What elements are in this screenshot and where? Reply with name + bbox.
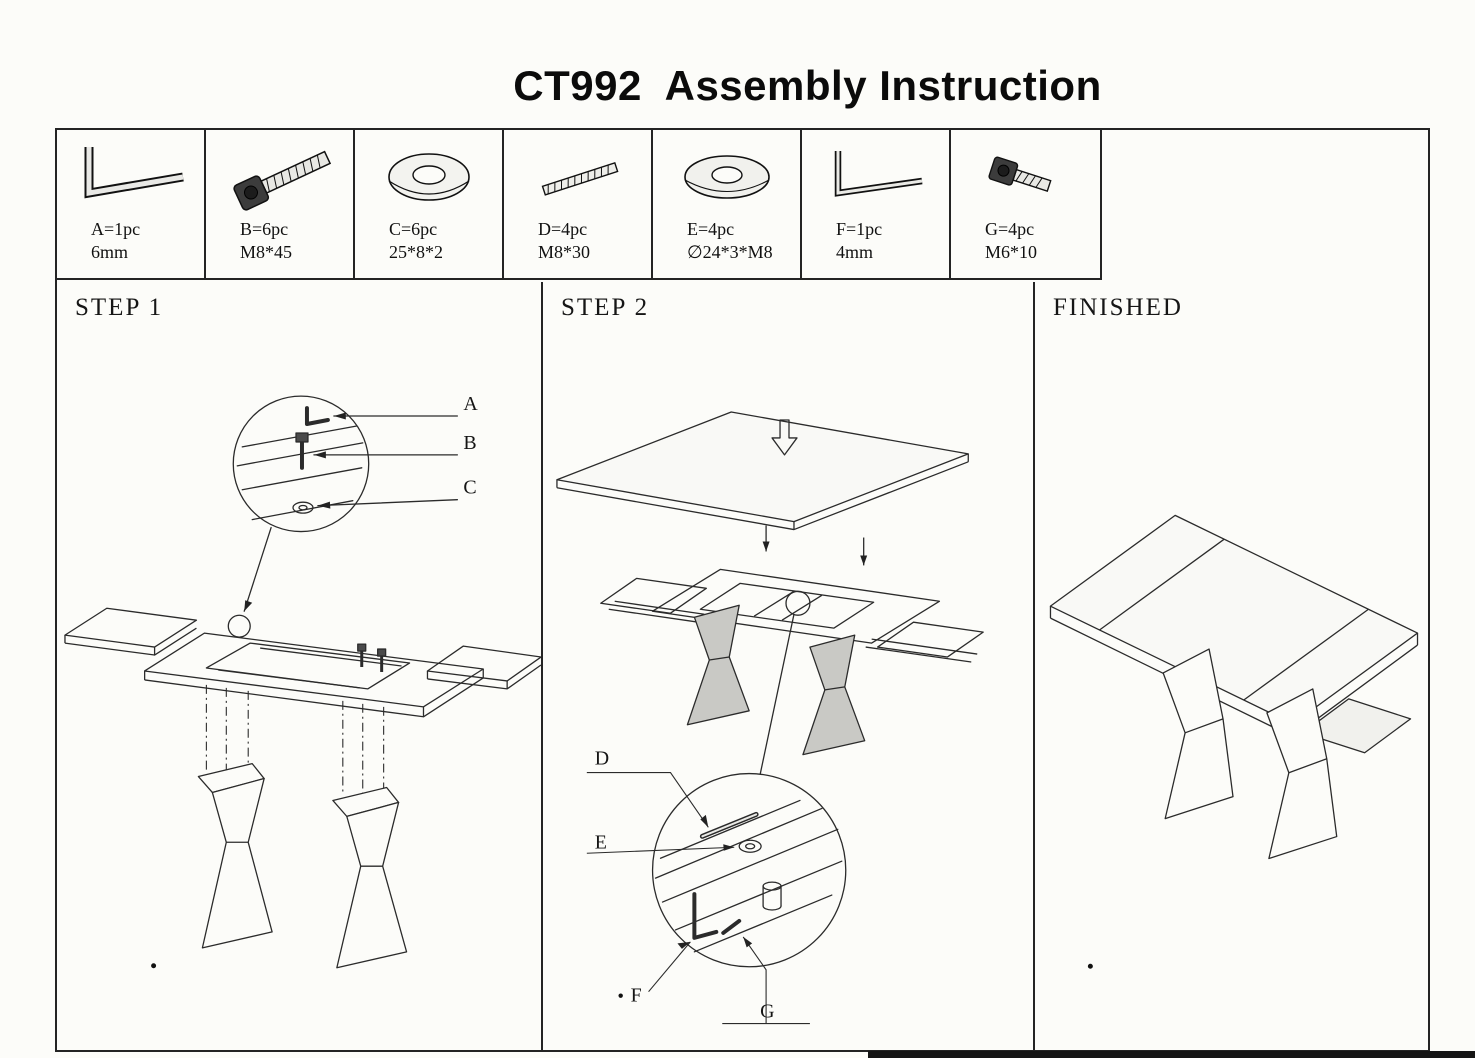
part-spec: 25*8*2 bbox=[389, 242, 443, 263]
part-qty: D=4pc bbox=[538, 219, 588, 239]
socket-head-bolt-icon bbox=[206, 136, 353, 218]
zoom-source-circle bbox=[227, 614, 251, 638]
step2-frame bbox=[600, 525, 984, 775]
step1-legs bbox=[197, 762, 408, 969]
step2-detail-view bbox=[651, 772, 847, 968]
finished-legs bbox=[1162, 648, 1338, 860]
left-leaf bbox=[600, 577, 707, 614]
page-title: CT992 Assembly Instruction bbox=[513, 62, 1102, 109]
step-panels: STEP 1 bbox=[57, 282, 1428, 1050]
step1-detail-circle bbox=[232, 395, 370, 533]
down-arrow-icon bbox=[771, 419, 798, 456]
part-qty: B=6pc bbox=[240, 219, 289, 239]
small-bolt-icon bbox=[951, 136, 1100, 218]
step1-header: STEP 1 bbox=[75, 294, 164, 321]
step1-alignment-lines bbox=[205, 684, 385, 800]
finished-header: FINISHED bbox=[1053, 294, 1183, 321]
part-qty: G=4pc bbox=[985, 219, 1035, 239]
parts-cell-d: D=4pc M8*30 bbox=[504, 130, 653, 278]
callout-d: D bbox=[595, 748, 609, 770]
parts-cell-e: E=4pc ∅24*3*M8 bbox=[653, 130, 802, 278]
step1-diagram: A B C bbox=[64, 393, 541, 969]
step2-legs bbox=[686, 604, 866, 756]
threaded-screw-icon bbox=[504, 136, 651, 218]
step2-header: STEP 2 bbox=[561, 294, 650, 321]
scan-dot bbox=[151, 963, 157, 969]
right-leaf bbox=[876, 621, 984, 658]
step1-frame bbox=[64, 607, 541, 718]
left-leaf bbox=[64, 607, 198, 648]
part-spec: 6mm bbox=[91, 242, 129, 263]
flat-washer-icon bbox=[653, 136, 800, 218]
step2-tabletop bbox=[556, 411, 969, 531]
part-spec: M6*10 bbox=[985, 242, 1038, 263]
parts-cell-f: F=1pc 4mm bbox=[802, 130, 951, 278]
right-leaf bbox=[426, 645, 541, 682]
parts-cell-b: B=6pc M8*45 bbox=[206, 130, 355, 278]
scan-dot bbox=[1087, 963, 1093, 969]
callout-a: A bbox=[463, 393, 478, 415]
callout-b: B bbox=[463, 432, 476, 454]
part-qty: E=4pc bbox=[687, 219, 735, 239]
parts-cell-c: C=6pc 25*8*2 bbox=[355, 130, 504, 278]
callout-c: C bbox=[463, 477, 476, 499]
step2-callout-leaders bbox=[586, 772, 810, 1025]
part-qty: A=1pc bbox=[91, 219, 141, 239]
step1-detail-view bbox=[232, 395, 458, 612]
allen-key-small-icon bbox=[802, 136, 949, 218]
callout-g: G bbox=[760, 1001, 774, 1023]
panel-finished: FINISHED bbox=[1035, 282, 1428, 1050]
zoom-source-circle bbox=[785, 590, 811, 616]
part-spec: M8*30 bbox=[538, 242, 591, 263]
washer-c-icon bbox=[292, 501, 314, 514]
part-qty: F=1pc bbox=[836, 219, 883, 239]
finished-table bbox=[1049, 514, 1419, 754]
washer-icon bbox=[355, 136, 502, 218]
tabletop bbox=[1049, 514, 1419, 725]
allen-key-icon bbox=[57, 136, 204, 218]
parts-cell-a: A=1pc 6mm bbox=[57, 130, 206, 278]
hex-key-f-icon bbox=[692, 892, 719, 940]
part-spec: 4mm bbox=[836, 242, 874, 263]
spacer-icon bbox=[762, 881, 782, 891]
step2-diagram: D E F G bbox=[556, 411, 984, 1025]
screw-g-icon bbox=[721, 918, 742, 935]
scan-dot bbox=[618, 993, 623, 998]
instruction-sheet: A=1pc 6mm bbox=[55, 128, 1430, 1052]
part-qty: C=6pc bbox=[389, 219, 438, 239]
part-spec: ∅24*3*M8 bbox=[687, 242, 773, 263]
extension-leaf bbox=[1302, 698, 1412, 754]
washer-e-icon bbox=[738, 839, 762, 853]
callout-e: E bbox=[595, 831, 607, 853]
panel-step-2: STEP 2 bbox=[543, 282, 1035, 1050]
panel-step-1: STEP 1 bbox=[57, 282, 543, 1050]
parts-cell-g: G=4pc M6*10 bbox=[951, 130, 1100, 278]
part-spec: M8*45 bbox=[240, 242, 293, 263]
parts-table: A=1pc 6mm bbox=[57, 130, 1102, 280]
step2-detail-circle bbox=[651, 772, 847, 968]
callout-f: F bbox=[631, 985, 642, 1007]
finished-diagram bbox=[1049, 514, 1419, 969]
scan-artifact-bar bbox=[868, 1051, 1475, 1058]
hex-key-a-icon bbox=[304, 406, 330, 426]
